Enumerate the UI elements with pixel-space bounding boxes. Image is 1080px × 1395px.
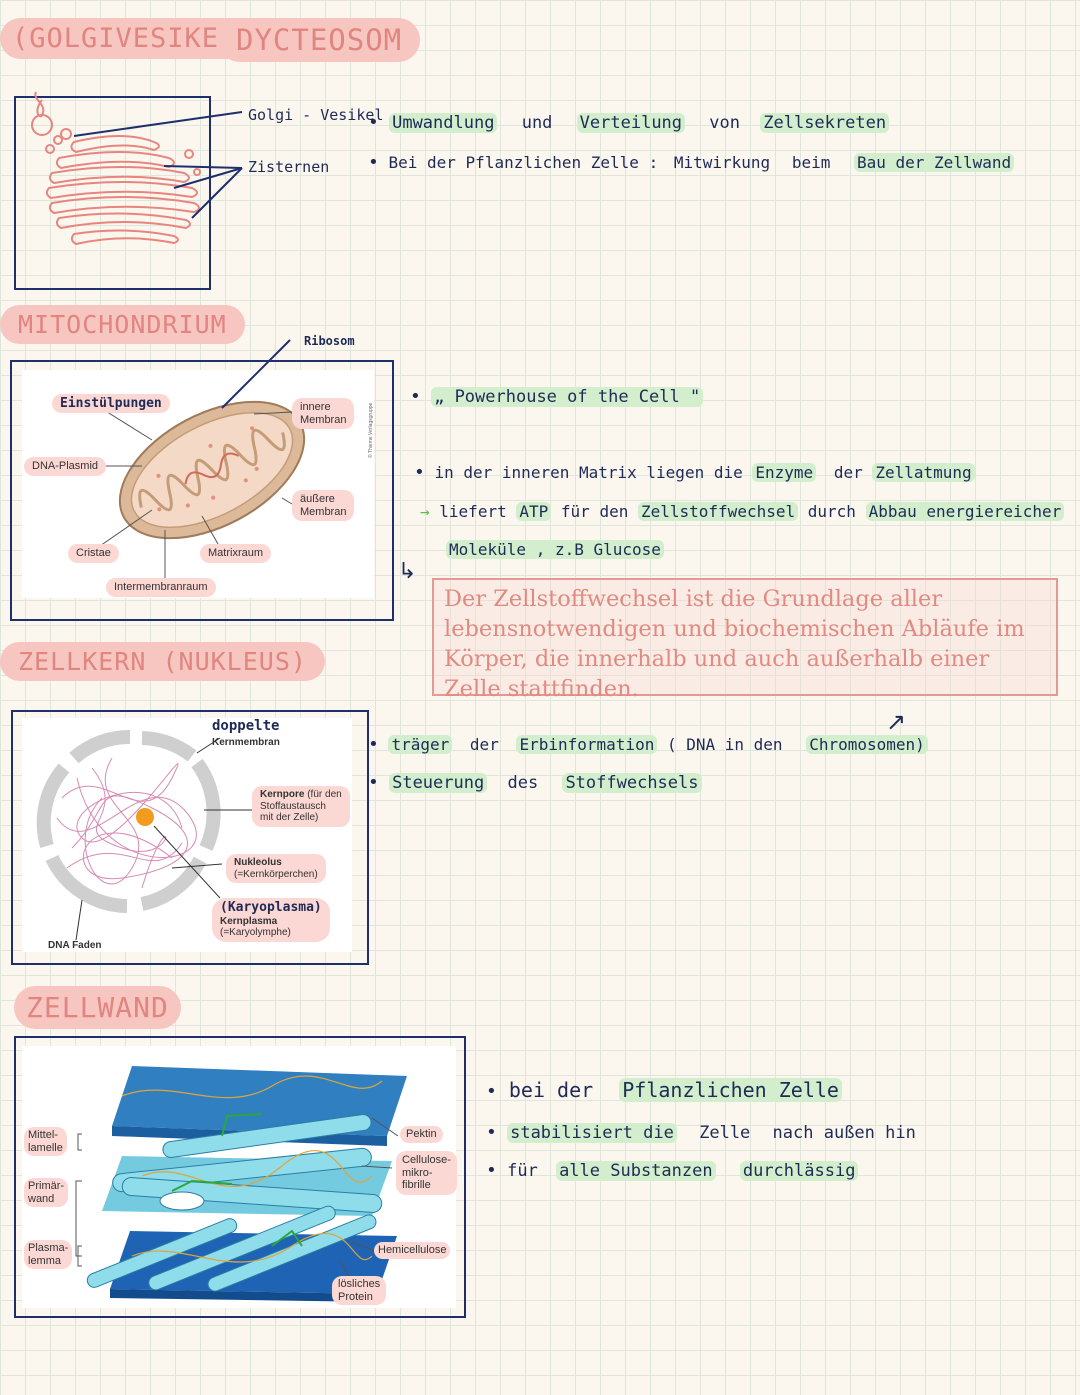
golgi-bullet-1-zellsekreten: Zellsekreten xyxy=(760,113,890,133)
mito-line-3-text: Moleküle , z.B Glucose xyxy=(446,540,664,559)
golgi-bullet-2: • Bei der Pflanzlichen Zelle : Mitwirkun… xyxy=(368,152,1015,173)
wall-bullet-2-aussen: nach außen hin xyxy=(772,1123,916,1143)
wall-label-mittellamelle: Mittel- lamelle xyxy=(24,1127,67,1157)
mito-label-matrixraum: Matrixraum xyxy=(200,544,272,563)
nucleus-label-dna-faden: DNA Faden xyxy=(48,940,102,951)
nucleus-label-kernmembran: Kernmembran xyxy=(212,737,280,748)
mito-line-1-der: der xyxy=(833,463,863,482)
mito-credit: © Thieme Verlagsgruppe xyxy=(367,402,374,458)
mito-label-innere: innere Membran xyxy=(292,398,355,430)
nucleus-label-kernplasma-desc: (=Karyolymphe) xyxy=(220,927,291,939)
nucleus-label-kernpore: Kernpore (für den Stoffaustausch mit der… xyxy=(252,786,350,827)
mito-label-ribosom: Ribosom xyxy=(304,334,355,348)
nucleus-bullet-1-traeger: träger xyxy=(388,735,453,754)
mito-definition-box: Der Zellstoffwechsel ist die Grundlage a… xyxy=(432,578,1058,702)
mito-line-1-a: in der inneren Matrix liegen die xyxy=(434,463,743,482)
mito-line-2-zellstoffwechsel: Zellstoffwechsel xyxy=(637,502,799,521)
wall-label-hemicellulose: Hemicellulose xyxy=(374,1242,451,1259)
nucleus-bullet-1-dna: ( DNA in den xyxy=(666,735,783,754)
mito-line-2-durch: durch xyxy=(807,502,856,521)
mito-label-aeussere: äußere Membran xyxy=(292,490,355,522)
mito-line-3: Moleküle , z.B Glucose xyxy=(446,540,664,559)
heading-mitochondrium: MITOCHONDRIUM xyxy=(0,305,245,344)
wall-bullet-3: • für alle Substanzen durchlässig xyxy=(486,1160,859,1181)
wall-label-cellulose: Cellulose- mikro- fibrille xyxy=(396,1151,457,1195)
mito-line-2: → liefert ATP für den Zellstoffwechsel d… xyxy=(420,502,1065,521)
wall-label-primaerwand: Primär- wand xyxy=(24,1178,69,1208)
nucleus-label-doppelte: doppelte xyxy=(212,718,280,734)
nucleus-diagram-frame xyxy=(11,710,369,965)
up-arrow: ↗ xyxy=(886,709,907,736)
wall-bullet-1-bei: bei der xyxy=(508,1078,594,1102)
mito-diagram-frame xyxy=(10,360,394,621)
nucleus-diagram xyxy=(36,729,258,941)
wall-diagram xyxy=(75,1066,407,1302)
wall-diagram-frame xyxy=(14,1036,466,1318)
wall-bullet-3-durchlaessig: durchlässig xyxy=(739,1161,859,1181)
nucleus-bullet-1-erbinformation: Erbinformation xyxy=(516,735,658,754)
wall-bullet-3-substanzen: alle Substanzen xyxy=(556,1161,716,1181)
golgi-label-zisternen: Zisternen xyxy=(248,158,330,176)
wall-bullet-2-stabilisiert: stabilisiert die xyxy=(507,1123,677,1143)
mito-line-2-abbau: Abbau energiereicher xyxy=(865,502,1065,521)
nucleus-bullet-2-des: des xyxy=(507,773,539,793)
heading-zellwand: ZELLWAND xyxy=(14,986,181,1029)
wall-bullet-1: • bei der Pflanzlichen Zelle xyxy=(486,1078,842,1102)
mito-line-2-liefert: liefert xyxy=(439,502,507,521)
nucleus-bullet-2-steuerung: Steuerung xyxy=(389,773,488,793)
mito-label-dna-plasmid: DNA-Plasmid xyxy=(24,457,107,476)
golgi-bullet-2-beim: beim xyxy=(791,153,831,172)
mito-label-cristae: Cristae xyxy=(68,544,119,563)
golgi-label-vesikel: Golgi - Vesikel xyxy=(248,106,384,124)
mito-line-1: • in der inneren Matrix liegen die Enzym… xyxy=(414,462,975,483)
heading-zellkern: ZELLKERN (NUKLEUS) xyxy=(0,642,325,681)
mito-line-2-arrow: → xyxy=(420,502,430,521)
golgi-bullet-1: • Umwandlung und Verteilung von Zellsekr… xyxy=(368,112,890,133)
nucleus-bullet-1: • träger der Erbinformation ( DNA in den… xyxy=(368,734,928,755)
golgi-bullet-1-umwandlung: Umwandlung xyxy=(389,113,498,133)
wall-bullet-2-zelle: Zelle xyxy=(699,1123,751,1143)
nucleus-label-nukleolus-title: Nukleolus xyxy=(234,857,282,868)
nucleus-label-kernplasma-title: Kernplasma xyxy=(220,915,278,927)
mito-line-1-enzyme: Enzyme xyxy=(752,463,817,482)
mito-quote-text: „ Powerhouse of the Cell " xyxy=(431,387,704,407)
heading-dycteosom: DYCTEOSOM xyxy=(218,18,421,62)
wall-bullet-2: • stabilisiert die Zelle nach außen hin xyxy=(486,1122,916,1143)
mito-quote: • „ Powerhouse of the Cell " xyxy=(410,386,704,407)
mito-label-intermembranraum: Intermembranraum xyxy=(106,578,216,597)
nucleus-label-karyoplasma-title: (Karyoplasma) xyxy=(220,900,322,915)
nucleus-bullet-1-chromosomen: Chromosomen) xyxy=(806,735,928,754)
wall-label-protein: lösliches Protein xyxy=(332,1276,387,1306)
wall-bullet-3-fuer: für xyxy=(507,1161,538,1181)
nucleus-label-karyoplasma: (Karyoplasma) Kernplasma (=Karyolymphe) xyxy=(212,898,330,942)
nucleus-label-kernpore-title: Kernpore xyxy=(260,789,305,800)
mito-curve-arrow: ↳ xyxy=(398,558,417,583)
mito-line-2-atp: ATP xyxy=(516,502,552,521)
nucleus-label-nukleolus: Nukleolus (=Kernkörperchen) xyxy=(226,854,326,883)
golgi-bullet-2-bau: Bau der Zellwand xyxy=(853,153,1015,172)
golgi-bullet-1-und: und xyxy=(521,113,553,133)
golgi-bullet-1-verteilung: Verteilung xyxy=(576,113,686,133)
golgi-bullet-2-pflanzen: Bei der Pflanzlichen Zelle : xyxy=(388,153,659,172)
golgi-diagram-frame xyxy=(14,96,211,290)
wall-label-pektin: Pektin xyxy=(400,1126,443,1143)
nucleus-bullet-2-stoffwechsels: Stoffwechsels xyxy=(562,773,702,793)
wall-bullet-1-pflanzlichen: Pflanzlichen Zelle xyxy=(619,1078,842,1102)
golgi-bullet-1-von: von xyxy=(709,113,740,133)
nucleus-bullet-2: • Steuerung des Stoffwechsels xyxy=(368,772,702,793)
golgi-diagram xyxy=(31,91,243,246)
mito-line-1-zellatmung: Zellatmung xyxy=(872,463,975,482)
mito-label-einstuelpungen: Einstülpungen xyxy=(52,394,170,413)
golgi-bullet-2-mitwirkung: Mitwirkung xyxy=(673,153,771,172)
mito-line-2-fuer: für den xyxy=(560,502,629,521)
nucleus-bullet-1-der: der xyxy=(469,735,499,754)
nucleus-label-nukleolus-desc: (=Kernkörperchen) xyxy=(234,868,318,880)
wall-label-plasmalemma: Plasma- lemma xyxy=(24,1240,73,1270)
nucleus-label-kernpore-desc: (für den Stoffaustausch mit der Zelle) xyxy=(260,789,342,823)
